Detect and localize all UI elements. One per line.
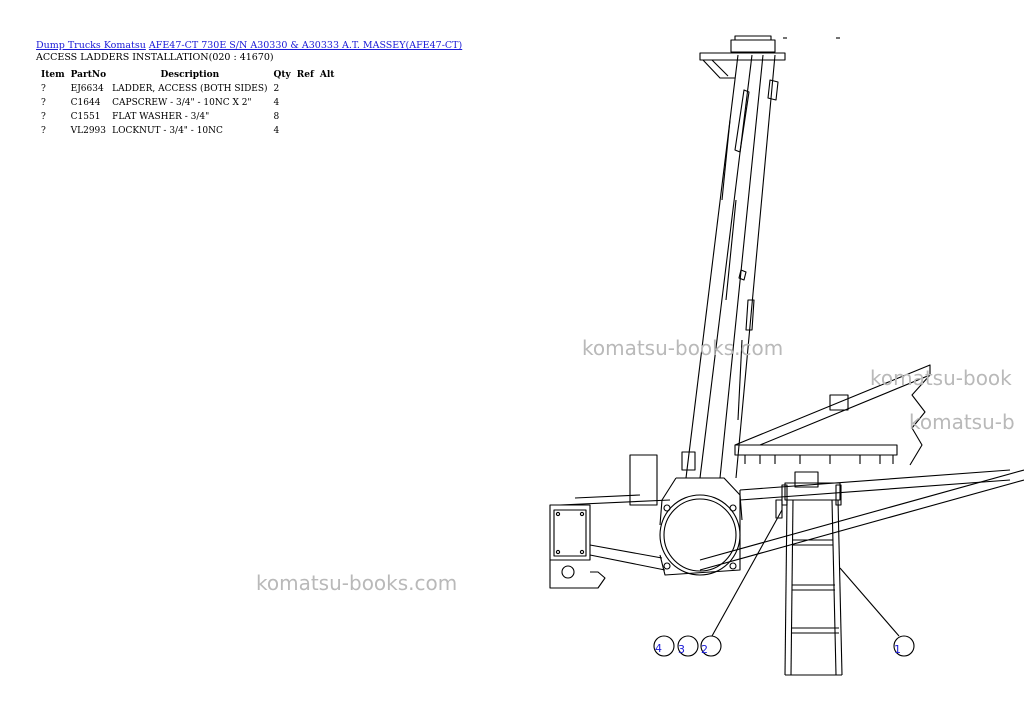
table-row: ? C1551 FLAT WASHER - 3/4" 8 bbox=[38, 110, 337, 124]
front-bracket bbox=[549, 504, 606, 589]
cell-description: LOCKNUT - 3/4" - 10NC bbox=[112, 126, 223, 136]
col-partno: PartNo bbox=[70, 69, 107, 80]
callout-1[interactable]: 1 bbox=[893, 635, 915, 657]
cell-partno: C1644 bbox=[70, 98, 101, 108]
callout-3-label: 3 bbox=[678, 643, 685, 656]
table-header-row: Item PartNo Description Qty Ref Alt bbox=[38, 67, 337, 82]
watermark: komatsu-books.com bbox=[582, 336, 784, 360]
cell-item: ? bbox=[41, 112, 46, 122]
cell-partno: VL2993 bbox=[70, 126, 107, 136]
col-ref: Ref bbox=[296, 69, 314, 80]
access-ladder-drawing bbox=[775, 482, 843, 676]
cell-description: LADDER, ACCESS (BOTH SIDES) bbox=[112, 84, 268, 94]
parts-table: Item PartNo Description Qty Ref Alt ? EJ… bbox=[38, 67, 337, 138]
cell-item: ? bbox=[41, 98, 46, 108]
table-row: ? C1644 CAPSCREW - 3/4" - 10NC X 2" 4 bbox=[38, 96, 337, 110]
header: Dump Trucks Komatsu AFE47-CT 730E S/N A3… bbox=[36, 40, 462, 64]
col-description: Description bbox=[160, 69, 220, 80]
col-qty: Qty bbox=[273, 69, 291, 80]
callout-2-label: 2 bbox=[701, 643, 708, 656]
cell-item: ? bbox=[41, 84, 46, 94]
cell-qty: 4 bbox=[273, 126, 280, 136]
mast-body bbox=[685, 54, 779, 479]
watermark: komatsu-b bbox=[909, 410, 1015, 434]
cell-partno: C1551 bbox=[70, 112, 101, 122]
breadcrumb-link-model[interactable]: AFE47-CT 730E S/N A30330 & A30333 A.T. M… bbox=[148, 40, 463, 51]
callout-1-label: 1 bbox=[894, 643, 901, 656]
cell-qty: 2 bbox=[273, 84, 280, 94]
table-row: ? EJ6634 LADDER, ACCESS (BOTH SIDES) 2 bbox=[38, 82, 337, 96]
page-title: ACCESS LADDERS INSTALLATION(020 : 41670) bbox=[36, 52, 274, 63]
cell-description: FLAT WASHER - 3/4" bbox=[112, 112, 210, 122]
callout-4-label: 4 bbox=[655, 642, 662, 655]
col-alt: Alt bbox=[319, 69, 335, 80]
breadcrumb: Dump Trucks Komatsu AFE47-CT 730E S/N A3… bbox=[36, 40, 462, 52]
breadcrumb-link-dump-trucks[interactable]: Dump Trucks Komatsu bbox=[36, 40, 146, 51]
callout-2[interactable]: 2 bbox=[700, 635, 722, 657]
callout-leaders bbox=[711, 509, 900, 637]
callout-4[interactable]: 4 bbox=[653, 635, 675, 657]
cell-partno: EJ6634 bbox=[70, 84, 104, 94]
cell-item: ? bbox=[41, 126, 46, 136]
cell-qty: 4 bbox=[273, 98, 280, 108]
cylinder-mount bbox=[659, 477, 743, 576]
watermark: komatsu-books.com bbox=[256, 571, 458, 595]
col-item: Item bbox=[41, 69, 65, 80]
mast-top-cap bbox=[699, 35, 840, 79]
callout-3[interactable]: 3 bbox=[677, 635, 699, 657]
truck-body-deck bbox=[734, 364, 931, 488]
table-row: ? VL2993 LOCKNUT - 3/4" - 10NC 4 bbox=[38, 124, 337, 138]
cell-description: CAPSCREW - 3/4" - 10NC X 2" bbox=[112, 98, 252, 108]
watermark: komatsu-book bbox=[870, 366, 1012, 390]
cell-qty: 8 bbox=[273, 112, 280, 122]
